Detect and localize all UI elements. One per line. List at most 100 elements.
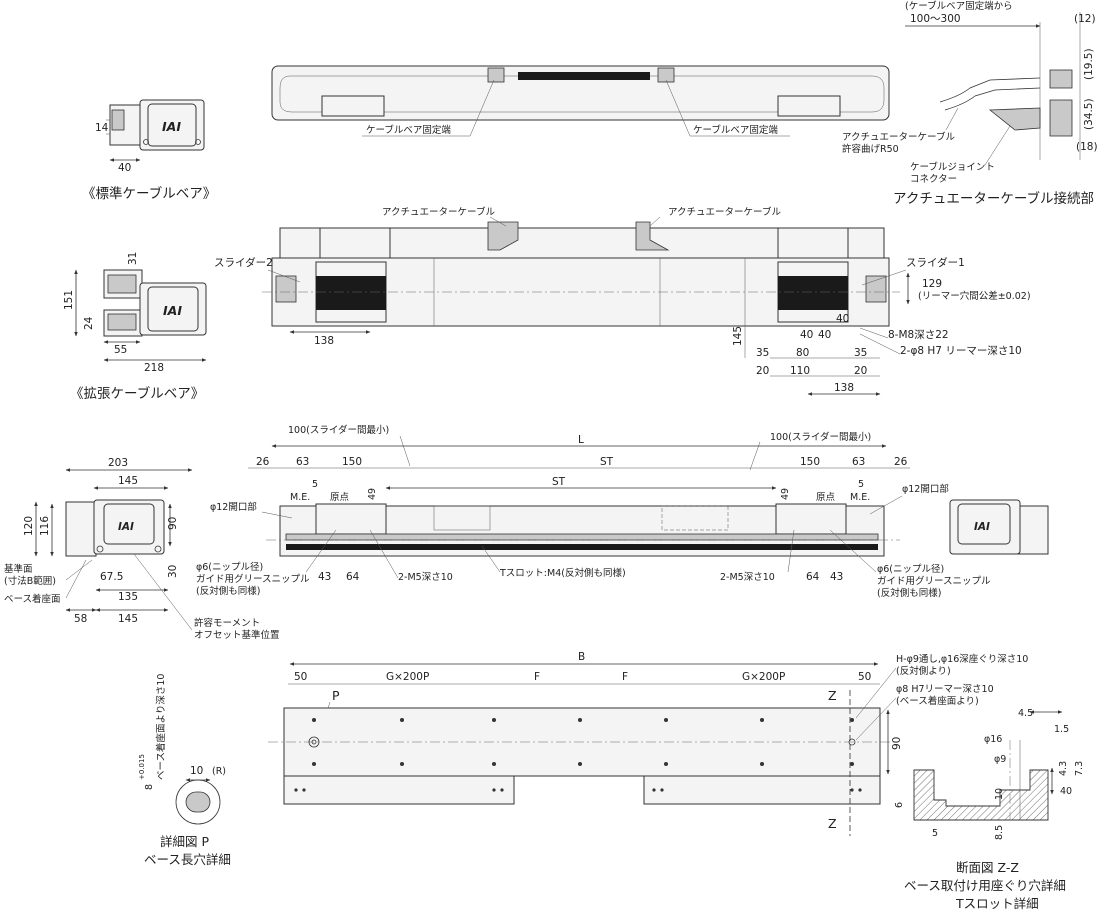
top-view-cable-bear: ケーブルベア固定端 ケーブルベア固定端 <box>271 65 890 137</box>
side-dim-64-left: 64 <box>346 571 360 583</box>
section-marker-Z-bottom: Z <box>828 816 837 831</box>
side-dim-26-right: 26 <box>894 456 908 468</box>
reamer-spec-2: (ベース着座面より) <box>896 695 979 707</box>
connector-detail: (ケーブルベア固定端から 100～300 (12) (19.5) (34.5) … <box>842 0 1098 207</box>
side-dim-64-right: 64 <box>806 571 820 583</box>
side-dim-43-left: 43 <box>318 571 331 583</box>
dim-34-5: (34.5) <box>1083 98 1095 130</box>
base-view: B 50 G×200P F F G×200P 50 P Z Z <box>268 651 1028 836</box>
iai-logo-end-right: IAI <box>974 521 990 533</box>
ref-surface-1: 基準面 <box>4 563 33 575</box>
me-right: M.E. <box>850 492 870 503</box>
side-dim-150-right: 150 <box>800 456 820 468</box>
slider-dim-40b: 40 <box>818 329 831 341</box>
extended-cable-bear-caption: 《拡張ケーブルベア》 <box>70 385 204 402</box>
moment-label-2: オフセット基準位置 <box>194 629 280 641</box>
detail-p-caption-1: 詳細図 P <box>160 834 209 849</box>
side-dim-63-right: 63 <box>852 456 865 468</box>
t-slot-label: Tスロット:M4(反対側も同様) <box>499 567 626 579</box>
zz-dim-1-5: 1.5 <box>1054 724 1069 735</box>
slider-dim-40c: 40 <box>836 313 849 325</box>
opening-right: φ12開口部 <box>902 483 949 495</box>
slider-cable-label-right: アクチュエーターケーブル <box>668 206 781 218</box>
origin-left: 原点 <box>330 492 350 503</box>
ext-dim-24: 24 <box>83 316 95 330</box>
dim-18: (18) <box>1076 141 1098 153</box>
nipple-right-1: φ6(ニップル径) <box>877 563 944 575</box>
iai-logo: IAI <box>162 119 181 134</box>
section-marker-Z-top: Z <box>828 688 837 703</box>
slider-dim-138-left: 138 <box>314 335 334 347</box>
origin-right: 原点 <box>816 492 836 503</box>
ref-surface-2: (寸法B範囲) <box>4 575 56 587</box>
joint-label-2: コネクター <box>910 174 957 185</box>
end-dim-135: 135 <box>118 591 138 603</box>
end-dim-145: 145 <box>118 475 138 487</box>
std-dim-14: 14 <box>95 122 109 134</box>
detail-p-tol: +0.015 <box>138 754 146 780</box>
nipple-left-3: (反対側も同様) <box>196 585 260 597</box>
zz-dim-4-5: 4.5 <box>1018 708 1033 719</box>
m5-holes-left: 2-M5深さ10 <box>398 572 453 583</box>
end-dim-30: 30 <box>167 565 179 578</box>
detail-P-marker: P <box>332 688 340 703</box>
joint-label-1: ケーブルジョイント <box>910 161 995 173</box>
dim-12: (12) <box>1074 13 1096 25</box>
ext-dim-151: 151 <box>63 290 75 310</box>
holes-reamer: 2-φ8 H7 リーマー深さ10 <box>900 345 1022 357</box>
nipple-right-2: ガイド用グリースニップル <box>877 575 991 587</box>
slider-cable-label-left: アクチュエーターケーブル <box>382 206 495 218</box>
std-dim-40: 40 <box>118 162 131 174</box>
iai-logo-end: IAI <box>118 521 134 533</box>
section-zz-caption-1: 断面図 Z-Z <box>956 860 1019 875</box>
m5-holes-right: 2-M5深さ10 <box>720 572 775 583</box>
reamer-pitch-tolerance: (リーマー穴間公差±0.02) <box>918 290 1031 302</box>
end-dim-116: 116 <box>39 516 51 536</box>
cable-bear-fixed-end-left: ケーブルベア固定端 <box>366 124 451 136</box>
five-left: 5 <box>312 479 318 490</box>
connector-detail-caption: アクチュエーターケーブル接続部 <box>893 190 1094 207</box>
nipple-left-2: ガイド用グリースニップル <box>196 573 310 585</box>
cable-label-1: アクチュエーターケーブル <box>842 131 955 143</box>
length-B: B <box>578 651 585 663</box>
zz-dim-phi9: φ9 <box>994 754 1006 765</box>
nipple-right-3: (反対側も同様) <box>877 587 941 599</box>
cable-bear-fixed-end-right: ケーブルベア固定端 <box>693 124 778 136</box>
end-dim-58: 58 <box>74 613 87 625</box>
slider-2-label: スライダー2 <box>214 256 273 269</box>
slider-dim-20-left: 20 <box>756 365 769 377</box>
end-dim-145-bottom: 145 <box>118 613 138 625</box>
min-gap-right: 100(スライダー間最小) <box>770 431 871 443</box>
opening-left: φ12開口部 <box>210 501 257 513</box>
side-dim-26-left: 26 <box>256 456 270 468</box>
slider-dim-110: 110 <box>790 365 810 377</box>
reamer-spec-1: φ8 H7リーマー深さ10 <box>896 684 994 695</box>
moment-label-1: 許容モーメント <box>194 617 260 629</box>
stroke-ST-inner: ST <box>552 476 566 488</box>
side-dim-63-left: 63 <box>296 456 309 468</box>
slider-1-label: スライダー1 <box>906 256 965 269</box>
cable-label-2: 許容曲げR50 <box>842 143 899 155</box>
standard-cable-bear-view: IAI 14 40 《標準ケーブルベア》 <box>82 99 216 202</box>
end-dim-90: 90 <box>167 517 179 530</box>
slider-dim-40a: 40 <box>800 329 813 341</box>
length-L: L <box>578 434 584 446</box>
nipple-left-1: φ6(ニップル径) <box>196 561 263 573</box>
extended-cable-bear-view: IAI 31 151 24 55 218 《拡張ケーブルベア》 <box>63 252 207 402</box>
end-dim-120: 120 <box>23 516 35 536</box>
base-dim-gx200p-right: G×200P <box>742 671 785 683</box>
ext-dim-218: 218 <box>144 362 164 374</box>
zz-dim-phi16: φ16 <box>984 734 1002 745</box>
slider-view: アクチュエーターケーブル アクチュエーターケーブル スライダー2 スライダー1 … <box>214 206 1031 396</box>
detail-p-R: (R) <box>212 766 226 777</box>
dim-49-left: 49 <box>367 488 378 500</box>
slider-dim-80: 80 <box>796 347 809 359</box>
zz-dim-5: 5 <box>932 828 938 839</box>
base-dim-50-right: 50 <box>858 671 871 683</box>
hole-spec-1: H-φ9通し,φ16深座ぐり深さ10 <box>896 653 1028 665</box>
me-left: M.E. <box>290 492 310 503</box>
detail-p-caption-2: ベース長穴詳細 <box>144 852 231 867</box>
dim-49-right: 49 <box>780 488 791 500</box>
stroke-ST-top: ST <box>600 456 614 468</box>
zz-dim-8-5: 8.5 <box>994 825 1005 840</box>
